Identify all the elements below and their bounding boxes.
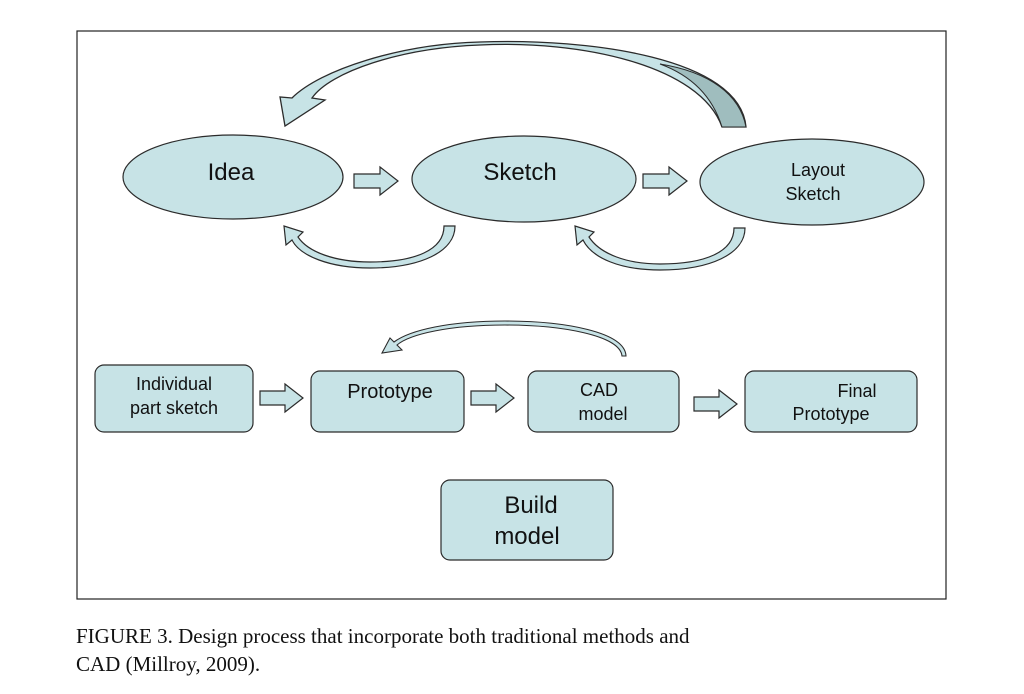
label-idea: Idea — [208, 159, 255, 186]
arrow-sketch-to-layout — [642, 165, 688, 197]
node-final-prototype — [744, 370, 918, 433]
node-individual-part-sketch — [94, 364, 254, 433]
node-idea — [122, 134, 344, 220]
node-cad-model — [527, 370, 680, 433]
loop-arrow-cad-to-prototype — [381, 320, 627, 357]
loop-arrow-sketch-to-idea — [283, 225, 456, 269]
loop-arrow-layout-to-sketch — [574, 225, 746, 271]
arrow-prototype-to-cad — [470, 382, 515, 414]
node-build-model — [440, 479, 614, 561]
label-prototype: Prototype — [347, 381, 433, 403]
node-sketch — [411, 135, 637, 223]
label-part-sketch-line1: Individual — [136, 374, 212, 394]
node-prototype — [310, 370, 465, 433]
label-build-line2: model — [494, 523, 559, 550]
label-part-sketch-line2: part sketch — [130, 398, 218, 418]
label-layout-line2: Sketch — [785, 184, 840, 204]
label-final-line1: Final — [837, 381, 876, 401]
node-layout-sketch — [699, 138, 925, 226]
caption-line-2: CAD (Millroy, 2009). — [76, 652, 261, 676]
label-layout-line1: Layout — [791, 160, 845, 180]
figure-caption: FIGURE 3. Design process that incorporat… — [76, 622, 976, 678]
caption-line-1: FIGURE 3. Design process that incorporat… — [76, 624, 690, 648]
loop-arrow-layout-to-idea-shade — [659, 63, 747, 128]
label-sketch: Sketch — [483, 159, 556, 186]
label-build-line1: Build — [504, 492, 557, 519]
label-final-line2: Prototype — [792, 404, 869, 424]
label-cad-line2: model — [578, 404, 627, 424]
loop-arrow-layout-to-idea — [279, 40, 747, 128]
arrow-part-sketch-to-prototype — [259, 382, 304, 414]
arrow-idea-to-sketch — [353, 165, 399, 197]
arrow-cad-to-final — [693, 388, 738, 420]
label-cad-line1: CAD — [580, 380, 618, 400]
